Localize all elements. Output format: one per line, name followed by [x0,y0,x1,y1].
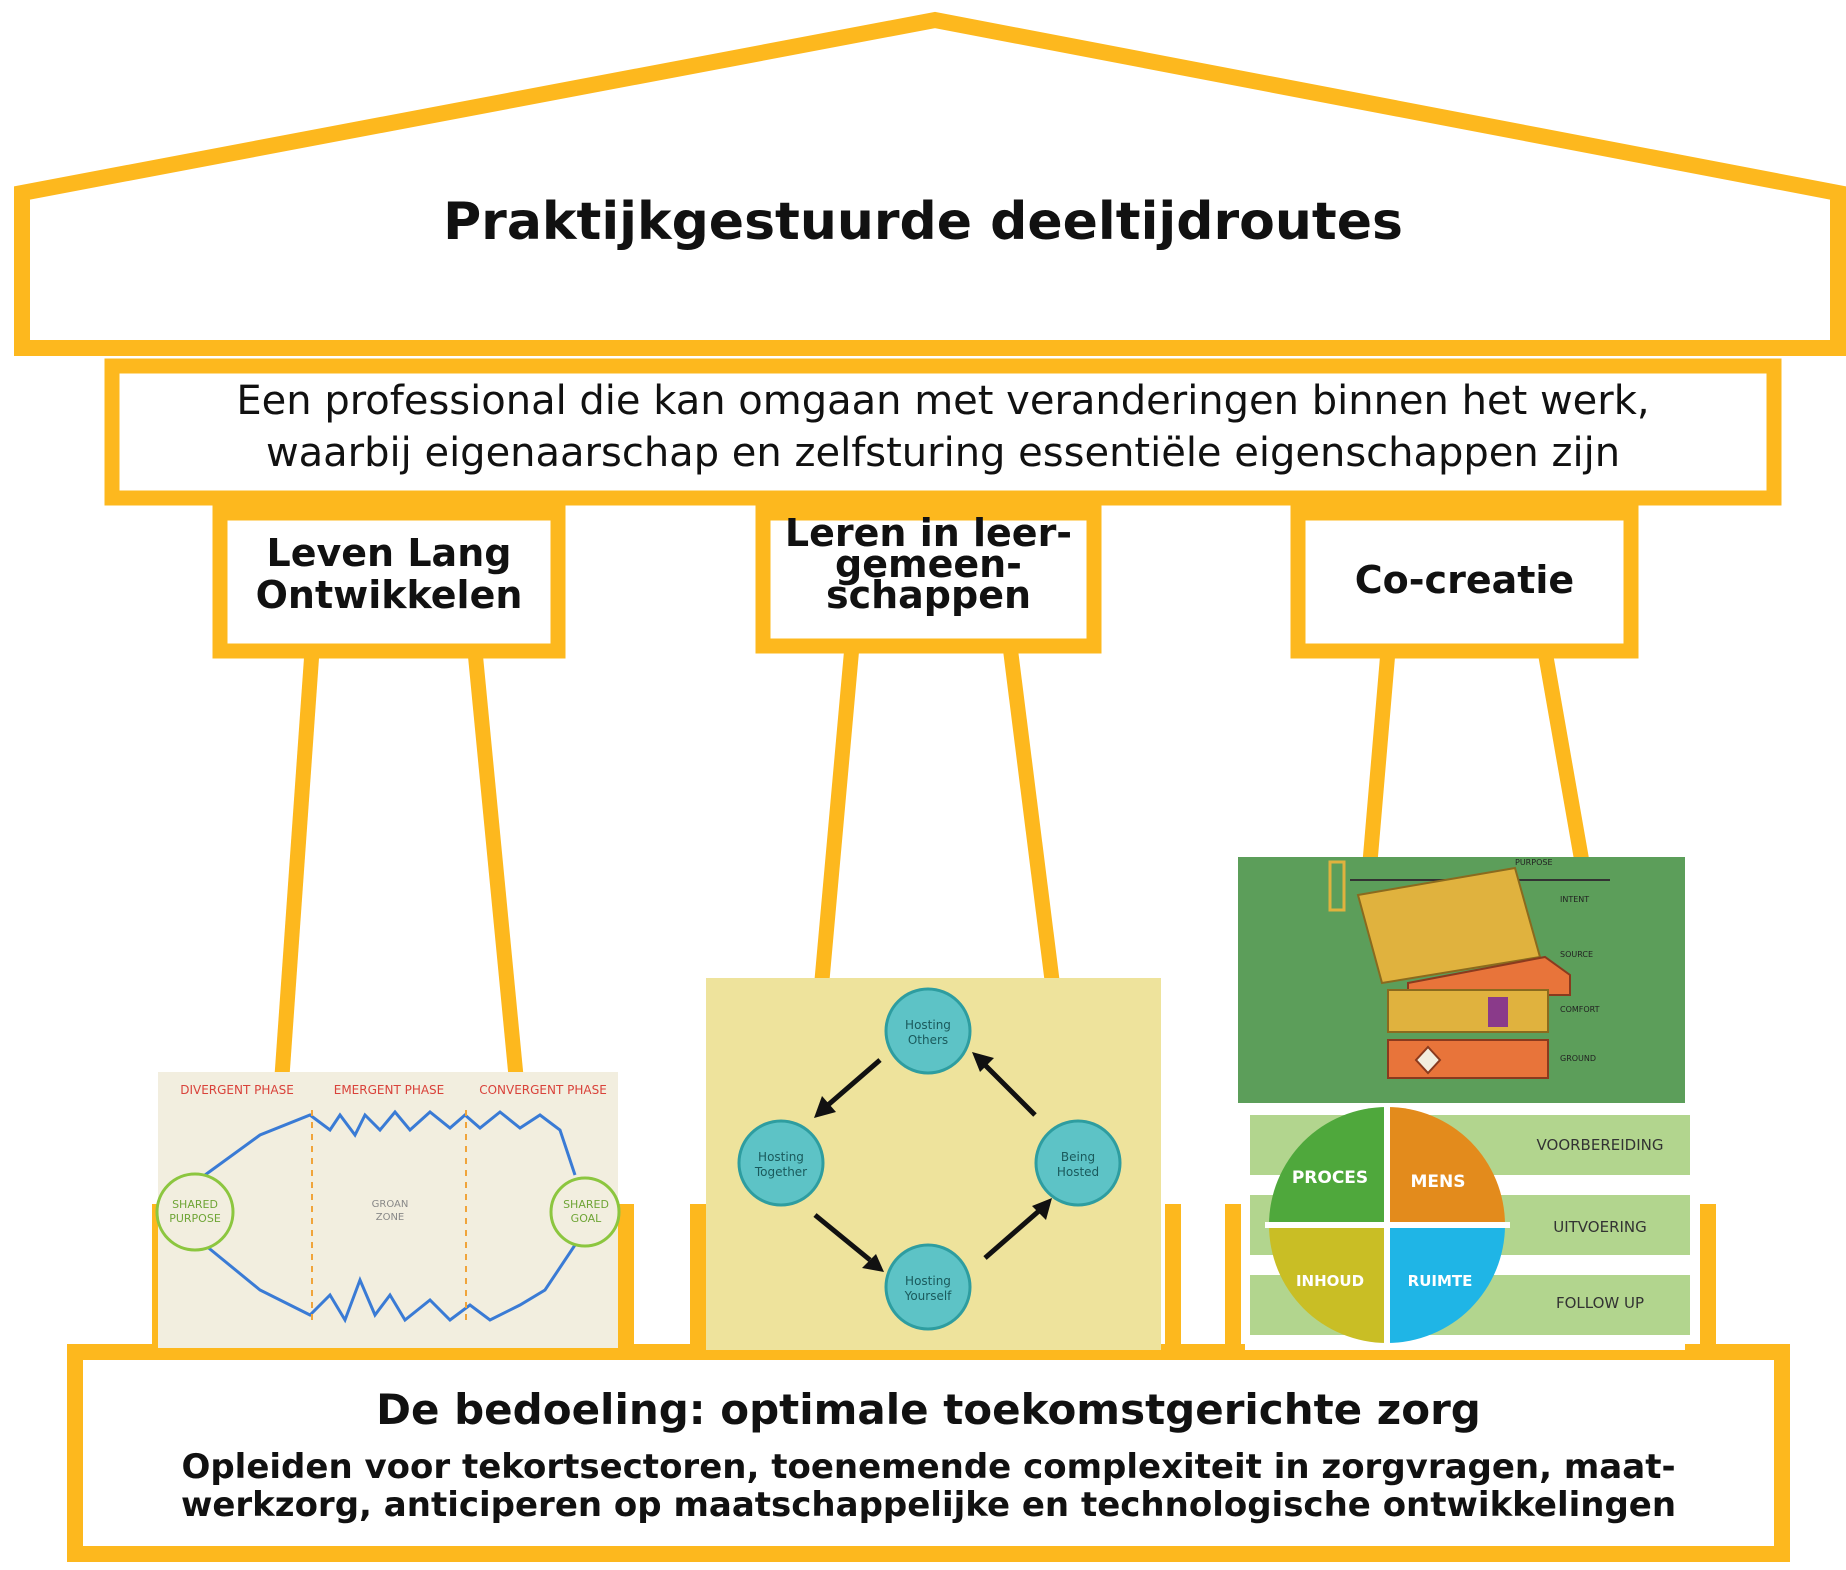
hosting-node-hosted: Being Hosted [1038,1150,1118,1180]
quadrant-bar-3: FOLLOW UP [1555,1294,1645,1312]
quadrant-q1: PROCES [1291,1168,1369,1188]
pillar-1-box [212,505,566,659]
pillar-1-label: Leven Lang Ontwikkelen [220,532,558,616]
cocreation-label-2: INTENT [1560,895,1590,904]
diamond-phase-2: EMERGENT PHASE [333,1083,445,1097]
foundation-title: De bedoeling: optimale toekomstgerichte … [376,1385,1481,1434]
pillar-1-line-1: Leven Lang [266,531,512,575]
hosting-yourself-line-1: Hosting [905,1274,951,1288]
diamond-left-line-2: PURPOSE [169,1212,221,1225]
foundation-line-1: Opleiden voor tekortsectoren, toenemende… [181,1447,1676,1487]
diamond-left-line-1: SHARED [172,1198,218,1211]
hosting-others-line-2: Others [907,1033,949,1047]
beam-box [104,358,1782,506]
diamond-center-line-2: ZONE [375,1212,405,1223]
beam-line-1: Een professional die kan omgaan met vera… [236,378,1650,424]
hosting-image [706,978,1161,1350]
diamond-phase-3: CONVERGENT PHASE [479,1083,607,1097]
quadrant-bar-2: UITVOERING [1553,1218,1647,1236]
quadrant-q2: MENS [1410,1172,1466,1192]
hosting-hosted-line-2: Hosted [1056,1165,1100,1179]
diamond-right-line-1: SHARED [563,1198,609,1211]
pillar-2-line-2: gemeen- [835,542,1022,586]
pillar-2-line-1: Leren in leer- [784,511,1073,555]
hosting-hosted-line-1: Being [1060,1150,1096,1164]
pillar-2-label: Leren in leer- gemeen- schappen [763,511,1094,617]
pillar-legs [274,645,1590,1077]
cocreation-label-5: GROUND [1560,1054,1597,1063]
pillar-2-box [755,505,1102,654]
diamond-right-circle: SHARED GOAL [558,1198,614,1226]
hosting-node-together: Hosting Together [741,1150,821,1180]
cocreation-label-3: SOURCE [1560,950,1594,959]
cocreation-image [1238,857,1685,1103]
foundation-line-2: werkzorg, anticiperen op maatschappelijk… [180,1485,1677,1525]
pillar-2-line-3: schappen [825,573,1032,617]
diamond-left-circle: SHARED PURPOSE [165,1198,225,1226]
roof [14,11,1846,356]
beam-line-2: waarbij eigenaarschap en zelfsturing ess… [265,430,1621,476]
hosting-yourself-line-2: Yourself [904,1289,952,1303]
quadrant-image [1245,1105,1690,1350]
hosting-others-line-1: Hosting [905,1018,951,1032]
quadrant-q4: RUIMTE [1407,1272,1473,1290]
hosting-together-line-1: Hosting [758,1150,804,1164]
hosting-together-line-2: Together [754,1165,808,1179]
roof-title: Praktijkgestuurde deeltijdroutes [443,192,1403,252]
cocreation-label-1: PURPOSE [1515,858,1553,867]
diamond-center: GROAN ZONE [360,1198,420,1224]
diamond-center-line-1: GROAN [371,1199,409,1210]
pillar-3-box [1290,505,1639,659]
diamond-image [155,1072,621,1348]
quadrant-q3: INHOUD [1295,1272,1365,1290]
pillar-3-label: Co-creatie [1354,558,1575,602]
quadrant-bar-1: VOORBEREIDING [1536,1136,1664,1154]
cocreation-label-4: COMFORT [1560,1005,1600,1014]
diamond-right-line-2: GOAL [570,1212,602,1225]
foundation-box [67,1344,1790,1562]
hosting-node-others: Hosting Others [888,1018,968,1048]
hosting-node-yourself: Hosting Yourself [888,1274,968,1304]
pillar-1-line-2: Ontwikkelen [255,573,523,617]
diamond-phase-1: DIVERGENT PHASE [180,1083,294,1097]
